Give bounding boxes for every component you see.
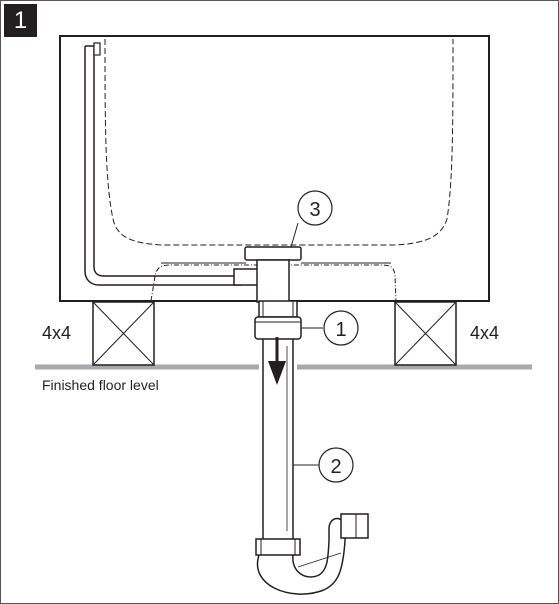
left-block-label: 4x4	[42, 323, 71, 343]
drain-coupling	[254, 300, 302, 340]
step-number-badge: 1	[4, 4, 37, 37]
p-trap-icon	[255, 513, 369, 595]
callout-2: 2	[293, 447, 354, 483]
callout-3-number: 3	[309, 199, 320, 221]
callout-1: 1	[301, 310, 359, 346]
drain-flange	[244, 246, 302, 303]
floor-label: Finished floor level	[42, 377, 159, 393]
down-arrow-icon	[268, 337, 286, 385]
right-support-block	[394, 301, 457, 366]
callout-2-number: 2	[330, 456, 341, 478]
callout-3: 3	[290, 190, 333, 248]
callout-1-number: 1	[335, 319, 346, 341]
tub-interior-dashed	[104, 38, 454, 246]
drain-pipe	[262, 339, 294, 539]
left-support-block	[92, 301, 155, 366]
right-block-label: 4x4	[470, 323, 499, 343]
